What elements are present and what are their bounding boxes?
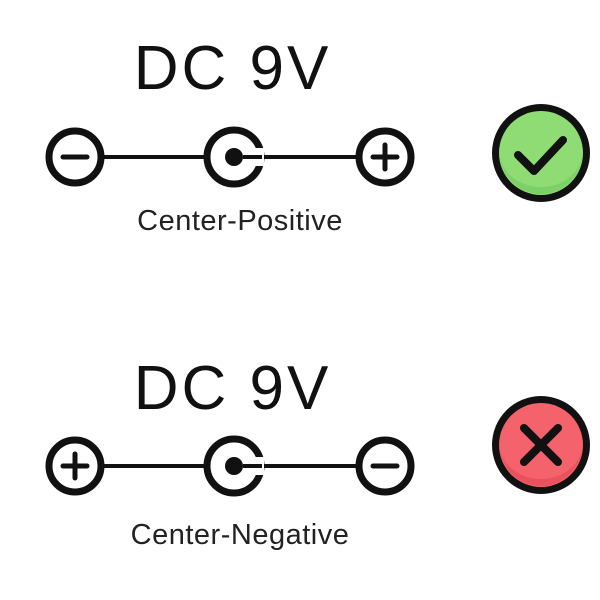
center-negative-panel: DC 9V Center- xyxy=(0,300,600,600)
polarity-diagram xyxy=(45,104,590,202)
cross-icon xyxy=(492,396,590,494)
polarity-diagram xyxy=(45,396,590,497)
polarity-caption: Center-Positive xyxy=(137,205,343,237)
plus-icon xyxy=(45,436,105,496)
barrel-connector-icon xyxy=(203,435,265,497)
check-icon xyxy=(492,104,590,202)
minus-icon xyxy=(45,127,105,187)
barrel-connector-icon xyxy=(203,126,265,188)
voltage-label: DC 9V xyxy=(133,34,332,103)
polarity-caption: Center-Negative xyxy=(130,519,350,551)
minus-icon xyxy=(355,436,415,496)
plus-icon xyxy=(355,127,415,187)
voltage-label: DC 9V xyxy=(133,354,332,423)
center-positive-panel: DC 9V Center-Positiv xyxy=(45,34,590,237)
